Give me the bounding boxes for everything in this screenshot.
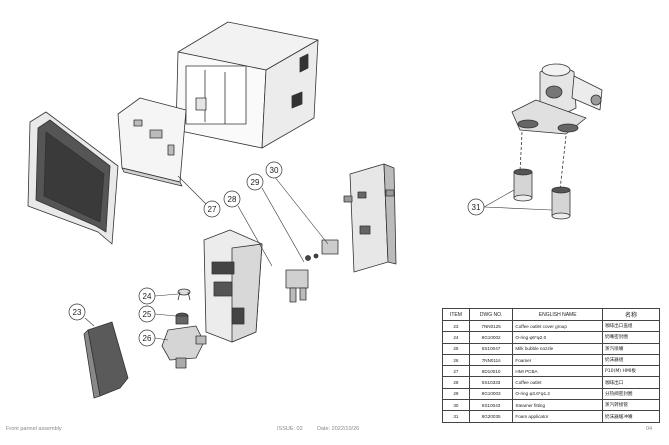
svg-text:26: 26	[143, 334, 152, 343]
cell-chinese-name: 咖啡出口盖组	[601, 319, 661, 333]
callout-30: 30	[265, 161, 283, 179]
cell-chinese-name: P10(M) HMI板	[601, 365, 661, 378]
cell-dwg-no: 8G20035	[468, 410, 514, 423]
header-chinese-name: 名称	[601, 308, 661, 321]
cell-dwg-no: 7NN011s	[468, 353, 514, 367]
header-dwg-no: DWG NO.	[468, 308, 514, 321]
cell-item: 28	[442, 376, 470, 389]
date-label: Date: 2022/10/26	[317, 426, 360, 432]
svg-text:27: 27	[208, 205, 217, 214]
svg-text:30: 30	[270, 166, 279, 175]
drawing-title: Front pannel assembly	[6, 426, 62, 432]
cell-english-name: Coffee outlet	[512, 376, 603, 389]
cell-english-name: O-ring φ3.6*φ1.2	[512, 387, 603, 401]
header-item: ITEM	[442, 308, 470, 321]
cell-english-name: O-ring φ6*φ2.0	[512, 331, 603, 344]
hmi-pcba-board	[117, 97, 187, 187]
cell-item: 25	[442, 342, 470, 355]
cell-english-name: Milk bubble nozzle	[512, 342, 603, 355]
svg-text:25: 25	[143, 310, 152, 319]
callout-23: 23	[68, 303, 86, 321]
callout-24: 24	[138, 287, 156, 305]
callout-31: 31	[467, 198, 485, 216]
cell-chinese-name: 咖啡出口	[601, 376, 661, 389]
svg-text:28: 28	[228, 195, 237, 204]
cell-chinese-name: 奶沫器组	[601, 353, 661, 367]
cell-dwg-no: 8S10333	[468, 376, 514, 389]
display-panel	[27, 111, 119, 245]
cell-dwg-no: 8S10043	[468, 399, 514, 412]
cell-item: 27	[442, 365, 470, 378]
callout-leader-lines	[84, 175, 553, 341]
foamer-assembly-part	[161, 288, 207, 369]
cell-english-name: Foam applicator	[512, 410, 603, 423]
cell-dwg-no: 8G10003	[468, 387, 514, 401]
cell-english-name: Coffee outlet cover group	[512, 319, 603, 333]
svg-text:23: 23	[73, 308, 82, 317]
cell-dwg-no: 8S10047	[468, 342, 514, 355]
svg-text:31: 31	[472, 203, 481, 212]
cell-chinese-name: 蒸汽喷嘴	[601, 342, 661, 355]
callout-25: 25	[138, 305, 156, 323]
foam-applicator-assembly-part	[511, 63, 603, 220]
coffee-outlet-cover-part	[83, 321, 129, 399]
cell-dwg-no: 8D10010	[468, 365, 514, 378]
cell-chinese-name: 奶嘴密封圈	[601, 331, 661, 344]
parts-table-header: ITEM DWG NO. ENGLISH NAME 名称	[442, 308, 661, 321]
cell-dwg-no: 8G10002	[468, 331, 514, 344]
page-number: 04	[646, 426, 653, 432]
callout-27: 27	[203, 200, 221, 218]
cell-english-name: HMI PCBA	[512, 365, 603, 378]
cell-item: 23	[442, 319, 470, 333]
cell-chinese-name: 奶沫器缓冲嘴	[601, 410, 661, 423]
callout-28: 28	[223, 190, 241, 208]
cell-dwg-no: 7NN0125	[468, 319, 514, 333]
header-english-name: ENGLISH NAME	[512, 308, 603, 321]
callout-26: 26	[138, 329, 156, 347]
coffee-outlet-body-part	[203, 229, 263, 343]
cell-english-name: Steamer fitting	[512, 399, 603, 412]
cell-item: 29	[442, 387, 470, 401]
cell-item: 30	[442, 399, 470, 412]
cell-chinese-name: 分热阀密封圈	[601, 387, 661, 401]
cell-english-name: Foamer	[512, 353, 603, 367]
issue-label: ISSUE: 02	[277, 426, 303, 432]
cell-item: 24	[442, 331, 470, 344]
cell-item: 31	[442, 410, 470, 423]
front-housing-frame	[175, 21, 319, 149]
steamer-fitting-part	[285, 163, 397, 303]
svg-text:29: 29	[251, 178, 260, 187]
cell-chinese-name: 蒸汽转接管	[601, 399, 661, 412]
svg-text:24: 24	[143, 292, 152, 301]
callout-29: 29	[246, 173, 264, 191]
cell-item: 26	[442, 353, 470, 367]
